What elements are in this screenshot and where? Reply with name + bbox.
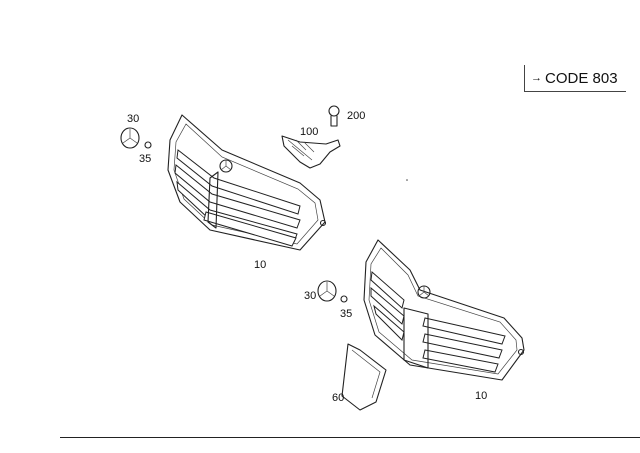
label-30-upper: 30 <box>127 113 139 125</box>
arrow-icon: → <box>531 72 542 84</box>
star-emblem-lower[interactable] <box>317 280 337 302</box>
code-803-tag: → CODE 803 <box>524 65 626 92</box>
speck <box>406 179 408 181</box>
label-100: 100 <box>300 126 318 138</box>
footer-rule <box>60 437 640 438</box>
label-60: 60 <box>332 392 344 404</box>
label-200: 200 <box>347 110 365 122</box>
label-30-lower: 30 <box>304 290 316 302</box>
nut-upper[interactable] <box>144 141 152 149</box>
label-35-upper: 35 <box>139 153 151 165</box>
label-35-lower: 35 <box>340 308 352 320</box>
label-10-upper: 10 <box>254 259 266 271</box>
star-emblem-upper[interactable] <box>120 127 140 149</box>
nut-lower[interactable] <box>340 295 348 303</box>
radiator-grille-upper[interactable] <box>167 114 327 251</box>
radiator-grille-lower[interactable] <box>363 239 525 381</box>
screw-part-200[interactable] <box>328 105 340 127</box>
label-10-lower: 10 <box>475 390 487 402</box>
cover-plate-part-60[interactable] <box>341 343 387 411</box>
code-label: CODE 803 <box>545 69 618 87</box>
bracket-part-100[interactable] <box>281 135 341 169</box>
